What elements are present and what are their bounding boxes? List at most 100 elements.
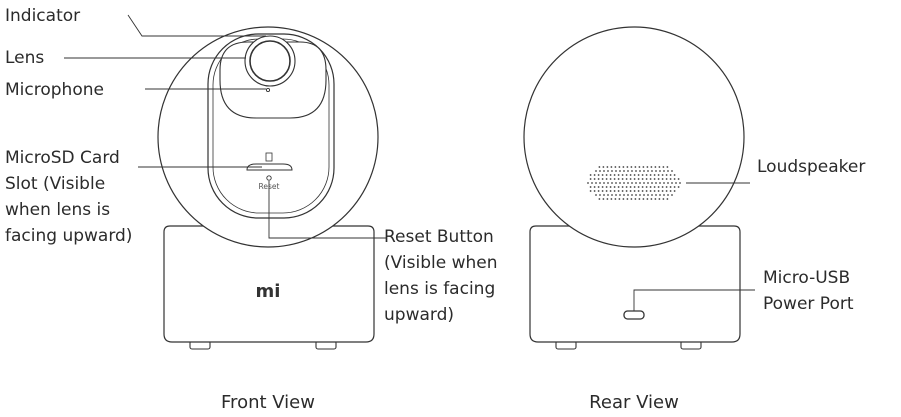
label-usb-line2: Power Port — [763, 294, 854, 314]
speaker-hole — [633, 186, 636, 188]
speaker-hole — [601, 174, 604, 176]
speaker-hole — [603, 170, 605, 172]
speaker-hole — [623, 170, 625, 172]
speaker-hole — [625, 186, 628, 188]
speaker-hole — [597, 174, 600, 176]
speaker-hole — [661, 190, 664, 192]
speaker-hole — [653, 186, 656, 188]
speaker-hole — [597, 178, 600, 180]
speaker-hole — [633, 178, 636, 180]
speaker-hole — [625, 190, 628, 192]
speaker-hole — [611, 194, 613, 196]
label-reset-line1: Reset Button — [384, 227, 494, 247]
speaker-hole — [669, 186, 672, 188]
speaker-hole — [646, 198, 649, 200]
speaker-hole — [602, 198, 605, 200]
speaker-hole — [641, 174, 644, 176]
speaker-hole — [643, 194, 645, 196]
speaker-hole — [589, 186, 592, 188]
speaker-hole — [666, 166, 669, 168]
speaker-hole — [602, 166, 605, 168]
speaker-hole — [667, 170, 669, 172]
speaker-hole — [599, 182, 601, 184]
caption-rear-view: Rear View — [589, 392, 679, 413]
speaker-hole — [606, 198, 609, 200]
speaker-hole — [631, 194, 633, 196]
speaker-hole — [665, 178, 668, 180]
label-reset-line3: lens is facing — [384, 279, 495, 299]
speaker-hole — [589, 190, 592, 192]
speaker-hole — [655, 182, 657, 184]
speaker-hole — [663, 170, 665, 172]
speaker-hole — [623, 182, 625, 184]
speaker-hole — [639, 182, 641, 184]
speaker-hole — [635, 170, 637, 172]
speaker-hole — [671, 182, 673, 184]
label-microsd-line1: MicroSD Card — [5, 148, 120, 168]
speaker-hole — [613, 174, 616, 176]
speaker-hole — [599, 170, 601, 172]
speaker-hole — [622, 166, 625, 168]
speaker-hole — [637, 186, 640, 188]
label-reset-line2: (Visible when — [384, 253, 497, 273]
reset-button — [266, 175, 272, 181]
speaker-hole — [661, 174, 664, 176]
speaker-hole — [667, 194, 669, 196]
label-lens: Lens — [5, 48, 44, 68]
speaker-hole — [671, 170, 673, 172]
speaker-hole — [647, 170, 649, 172]
mi-logo: mi — [256, 281, 281, 302]
speaker-hole — [598, 198, 601, 200]
speaker-hole — [677, 186, 680, 188]
speaker-hole — [673, 174, 676, 176]
label-microsd-line3: when lens is — [5, 200, 110, 220]
speaker-hole — [607, 194, 609, 196]
speaker-hole — [609, 190, 612, 192]
speaker-hole — [603, 182, 605, 184]
speaker-hole — [621, 186, 624, 188]
label-microphone: Microphone — [5, 80, 104, 100]
speaker-hole — [623, 194, 625, 196]
speaker-hole — [613, 190, 616, 192]
speaker-hole — [609, 174, 612, 176]
speaker-hole — [642, 198, 645, 200]
speaker-hole — [619, 182, 621, 184]
speaker-hole — [633, 190, 636, 192]
speaker-hole — [617, 174, 620, 176]
label-reset-line4: upward) — [384, 305, 454, 325]
speaker-hole — [659, 170, 661, 172]
speaker-hole — [611, 182, 613, 184]
speaker-hole — [593, 174, 596, 176]
rear-camera — [523, 26, 745, 350]
speaker-hole — [615, 194, 617, 196]
speaker-hole — [661, 178, 664, 180]
speaker-hole — [601, 186, 604, 188]
speaker-hole — [662, 198, 665, 200]
speaker-hole — [598, 166, 601, 168]
speaker-hole — [617, 186, 620, 188]
lens-inner — [249, 40, 291, 82]
speaker-hole — [671, 194, 673, 196]
rear-base — [529, 225, 741, 343]
label-loudspeaker: Loudspeaker — [757, 157, 865, 177]
speaker-hole — [627, 182, 629, 184]
speaker-hole — [605, 186, 608, 188]
label-microsd-line4: facing upward) — [5, 226, 132, 246]
speaker-hole — [679, 182, 681, 184]
speaker-hole — [591, 182, 593, 184]
speaker-hole — [665, 190, 668, 192]
speaker-hole — [618, 198, 621, 200]
speaker-hole — [629, 174, 632, 176]
indicator-leader — [127, 14, 266, 37]
speaker-hole — [626, 166, 629, 168]
speaker-hole — [669, 174, 672, 176]
speaker-hole — [597, 186, 600, 188]
speaker-hole — [649, 178, 652, 180]
speaker-hole — [617, 178, 620, 180]
speaker-hole — [641, 186, 644, 188]
label-microsd-line2: Slot (Visible — [5, 174, 105, 194]
speaker-hole — [614, 198, 617, 200]
speaker-hole — [621, 174, 624, 176]
speaker-hole — [645, 190, 648, 192]
